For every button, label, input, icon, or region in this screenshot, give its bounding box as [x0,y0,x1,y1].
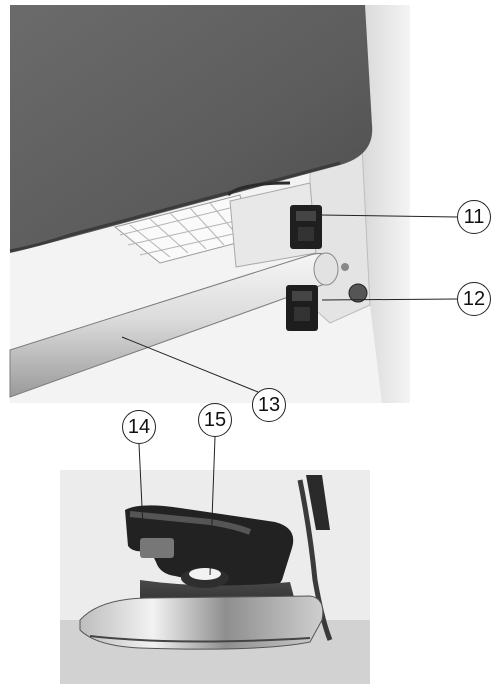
callout-15: 15 [198,403,232,437]
leader-line-13 [121,336,259,393]
steam-iron-illustration [60,470,370,684]
callout-14-label: 14 [127,415,151,438]
leader-line-12 [321,298,458,301]
callout-15-label: 15 [203,408,227,431]
ironing-board-illustration [9,5,410,403]
callout-12-label: 12 [462,287,486,310]
callout-13-label: 13 [257,393,281,416]
callout-13: 13 [252,388,286,422]
leader-line-14 [138,443,144,529]
callout-11-label: 11 [463,205,485,228]
steam-iron-photo [60,470,370,684]
ironing-board-photo [9,5,410,403]
callout-14: 14 [122,410,156,444]
callout-12: 12 [457,282,491,316]
leader-line-15 [209,436,216,576]
leader-line-11 [319,214,458,218]
callout-11: 11 [457,200,491,234]
callout-13-clip: 13 [252,388,292,422]
